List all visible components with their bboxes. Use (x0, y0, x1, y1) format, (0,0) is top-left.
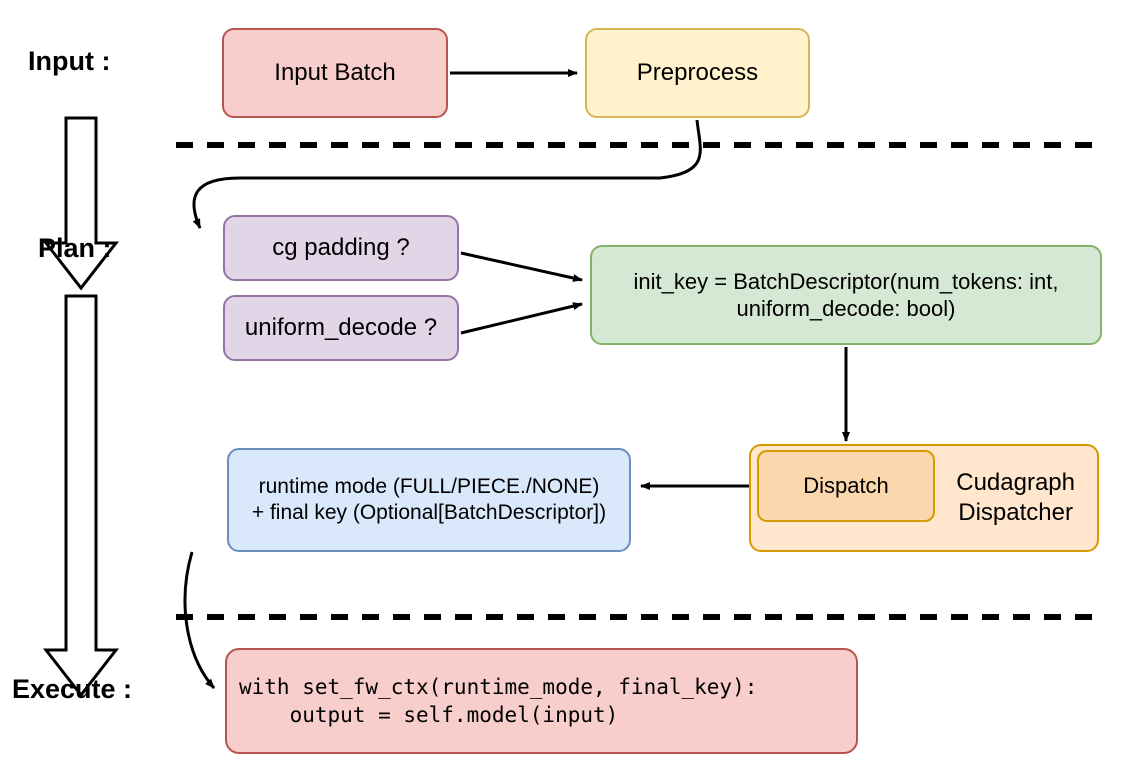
edge-cg-padding-to-init-key (460, 251, 583, 282)
node-dispatch[interactable]: Dispatch (757, 450, 935, 522)
node-preprocess[interactable]: Preprocess (585, 28, 810, 118)
node-code-block-label: with set_fw_ctx(runtime_mode, final_key)… (239, 674, 758, 727)
stage-label-input: Input : (28, 46, 111, 76)
stage-label-execute: Execute : (12, 674, 133, 704)
node-cg-padding-label: cg padding ? (272, 234, 410, 261)
stage-label-plan: Plan : (38, 233, 112, 263)
node-input-batch-label: Input Batch (274, 59, 396, 86)
edge-preprocess-to-cg-padding (192, 119, 702, 229)
plan-to-execute-arrow (42, 294, 120, 698)
node-uniform-decode[interactable]: uniform_decode ? (223, 295, 459, 361)
node-code-block[interactable]: with set_fw_ctx(runtime_mode, final_key)… (225, 648, 858, 754)
node-uniform-decode-label: uniform_decode ? (244, 314, 438, 341)
node-init-key-label: init_key = BatchDescriptor(num_tokens: i… (633, 268, 1059, 322)
node-dispatch-label: Dispatch (803, 473, 889, 499)
edge-runtime-mode-to-code-block (183, 551, 216, 689)
node-runtime-mode[interactable]: runtime mode (FULL/PIECE./NONE)+ final k… (227, 448, 631, 552)
node-init-key[interactable]: init_key = BatchDescriptor(num_tokens: i… (590, 245, 1102, 345)
edge-uniform-decode-to-init-key (460, 302, 583, 335)
node-input-batch[interactable]: Input Batch (222, 28, 448, 118)
node-runtime-mode-label: runtime mode (FULL/PIECE./NONE)+ final k… (251, 474, 607, 524)
node-cg-padding[interactable]: cg padding ? (223, 215, 459, 281)
node-preprocess-label: Preprocess (636, 59, 759, 86)
